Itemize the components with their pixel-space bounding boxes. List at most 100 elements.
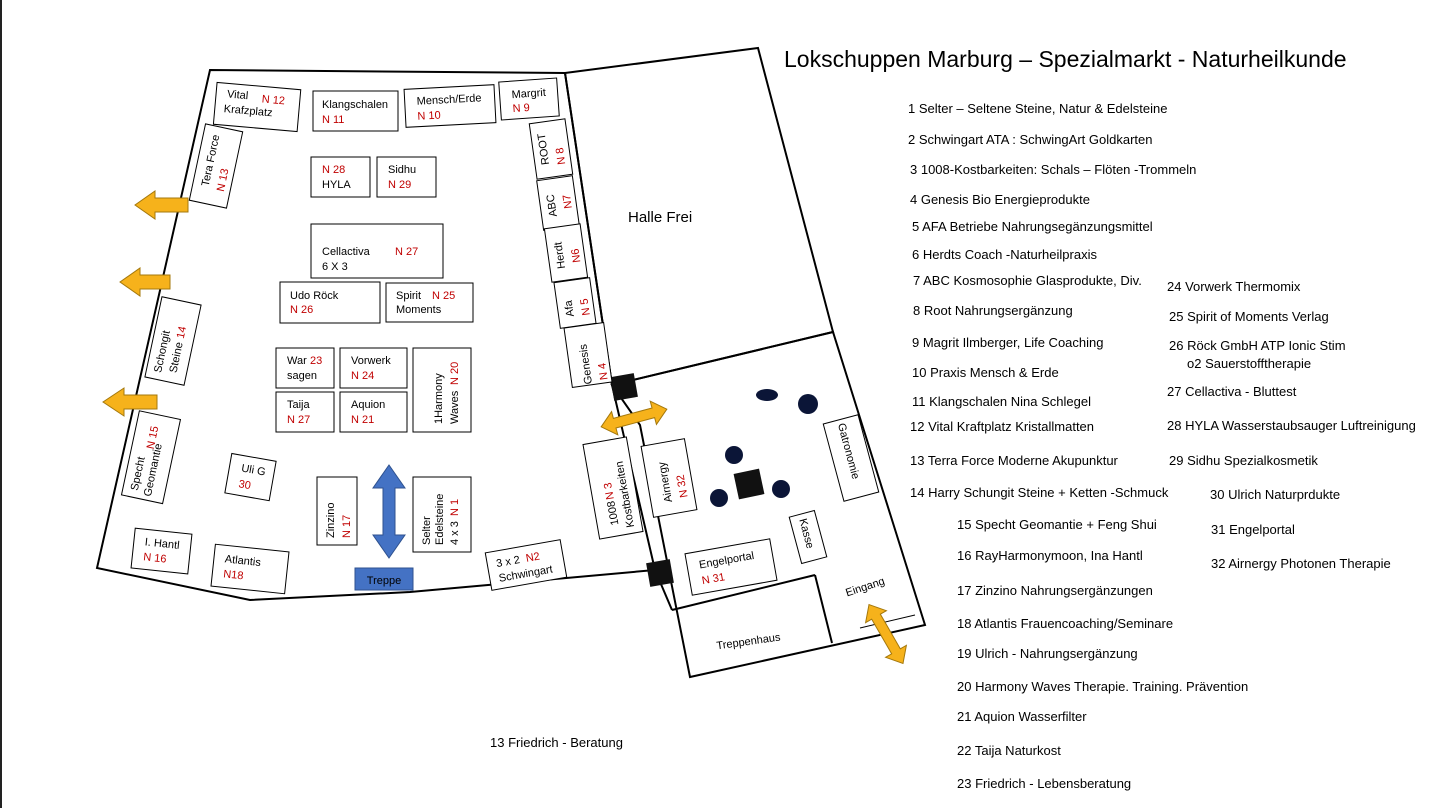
svg-text:N 4: N 4 xyxy=(596,362,610,381)
svg-text:N 5: N 5 xyxy=(579,298,593,317)
svg-text:N 16: N 16 xyxy=(143,551,167,565)
svg-text:HYLA: HYLA xyxy=(322,179,351,191)
exit-arrow-icon xyxy=(119,267,171,297)
stairs-arrow-icon xyxy=(372,464,406,559)
svg-text:Selter: Selter xyxy=(421,516,433,545)
legend-item: 7 ABC Kosmosophie Glasprodukte, Div. xyxy=(913,273,1142,288)
legend-item: 6 Herdts Coach -Naturheilpraxis xyxy=(912,247,1097,262)
svg-text:Waves: Waves xyxy=(449,390,461,424)
exit-arrow-icon xyxy=(102,387,158,417)
table-icon xyxy=(756,389,778,401)
svg-text:Cellactiva: Cellactiva xyxy=(322,246,371,258)
stand-cellactiva: Cellactiva N 27 6 X 3 xyxy=(310,223,444,279)
svg-text:N 28: N 28 xyxy=(322,164,345,176)
legend-item: 16 RayHarmonymoon, Ina Hantl xyxy=(957,548,1143,563)
stand-schongit: Schongit Steine 14 xyxy=(144,296,202,386)
stand-specht: Specht Geomantie N 15 xyxy=(120,410,182,505)
svg-text:14: 14 xyxy=(175,325,189,339)
stand-mensch-erde: Mensch/Erde N 10 xyxy=(403,84,497,128)
svg-text:Margrit: Margrit xyxy=(511,87,546,101)
stand-war-sagen: War 23 sagen xyxy=(275,347,335,389)
legend-item: 9 Magrit Ilmberger, Life Coaching xyxy=(912,335,1104,350)
stand-kasse: Kasse xyxy=(788,509,828,565)
footer-note: 13 Friedrich - Beratung xyxy=(490,735,623,750)
svg-text:6 X 3: 6 X 3 xyxy=(322,261,348,273)
svg-text:N7: N7 xyxy=(561,194,575,210)
svg-text:N 32: N 32 xyxy=(675,474,691,499)
stand-selter: Selter Edelsteine 4 x 3 N 1 xyxy=(412,476,472,553)
svg-text:Krafzplatz: Krafzplatz xyxy=(223,103,273,119)
svg-text:N18: N18 xyxy=(223,568,244,582)
stand-atlantis: Atlantis N18 xyxy=(210,543,290,595)
page-border-left xyxy=(0,0,2,808)
legend-item: 11 Klangschalen Nina Schlegel xyxy=(912,394,1091,409)
legend-item: 3 1008-Kostbarkeiten: Schals – Flöten -T… xyxy=(910,162,1197,177)
svg-text:N 13: N 13 xyxy=(215,168,232,193)
stand-klangschalen: Klangschalen N 11 xyxy=(312,90,399,132)
stand-taija: Taija N 27 xyxy=(275,391,335,433)
svg-text:N 9: N 9 xyxy=(512,102,530,115)
svg-text:Taija: Taija xyxy=(287,399,311,411)
legend-item: 24 Vorwerk Thermomix xyxy=(1167,279,1301,294)
legend-item: 28 HYLA Wasserstaubsauger Luftreinigung xyxy=(1167,418,1416,433)
table-icon xyxy=(798,394,818,414)
stand-vorwerk: Vorwerk N 24 xyxy=(339,347,408,389)
svg-text:Moments: Moments xyxy=(396,304,442,316)
svg-text:Udo Röck: Udo Röck xyxy=(290,290,339,302)
svg-text:N 27: N 27 xyxy=(395,246,418,258)
stand-hantl: I. Hantl N 16 xyxy=(130,527,193,575)
halle-frei-label: Halle Frei xyxy=(628,209,692,226)
svg-text:1Harmony: 1Harmony xyxy=(433,373,445,424)
svg-text:N 31: N 31 xyxy=(701,571,726,587)
stand-harmony-waves: 1Harmony Waves N 20 xyxy=(412,347,472,433)
stand-sidhu: Sidhu N 29 xyxy=(376,156,437,198)
svg-text:Vital: Vital xyxy=(227,88,249,102)
svg-text:Edelsteine: Edelsteine xyxy=(434,494,446,545)
treppe-block xyxy=(354,567,414,591)
stand-terra-force: Tera Force N 13 xyxy=(188,123,244,209)
legend-item: 1 Selter – Seltene Steine, Natur & Edels… xyxy=(908,101,1168,116)
svg-text:Sidhu: Sidhu xyxy=(388,164,416,176)
legend-item: 20 Harmony Waves Therapie. Training. Prä… xyxy=(957,679,1249,694)
stand-uli-g: Uli G 30 xyxy=(224,452,277,502)
svg-text:ROOT: ROOT xyxy=(536,132,552,165)
legend-item: 19 Ulrich - Nahrungsergänzung xyxy=(957,646,1138,661)
stand-zinzino: Zinzino N 17 xyxy=(316,476,358,546)
stand-hyla: N 28 HYLA xyxy=(310,156,371,198)
svg-text:N 8: N 8 xyxy=(554,147,568,166)
table-icon xyxy=(772,480,790,498)
svg-text:23: 23 xyxy=(310,355,322,367)
legend-item: 25 Spirit of Moments Verlag xyxy=(1169,309,1329,324)
svg-text:Genesis: Genesis xyxy=(577,343,595,385)
svg-text:War: War xyxy=(287,355,307,367)
svg-text:30: 30 xyxy=(238,478,252,492)
stand-kostbarkeiten: 1008 N 3 Kostbarkeiten xyxy=(582,436,644,540)
svg-text:I. Hantl: I. Hantl xyxy=(144,536,180,552)
legend-item: 4 Genesis Bio Energieprodukte xyxy=(910,192,1090,207)
svg-text:N 25: N 25 xyxy=(432,290,455,302)
svg-text:N6: N6 xyxy=(570,248,584,264)
svg-text:N 24: N 24 xyxy=(351,370,374,382)
stand-schwingart: 3 x 2 N2 Schwingart xyxy=(484,539,568,591)
legend-item: o2 Sauerstofftherapie xyxy=(1187,356,1312,371)
svg-text:ABC: ABC xyxy=(545,193,560,217)
legend-item: 29 Sidhu Spezialkosmetik xyxy=(1169,453,1318,468)
table-icon xyxy=(725,446,743,464)
treppenhaus-label: Treppenhaus xyxy=(716,631,782,652)
svg-text:N 3: N 3 xyxy=(602,482,617,501)
treppe-label: Treppe xyxy=(367,575,401,587)
svg-text:Mensch/Erde: Mensch/Erde xyxy=(416,92,481,107)
legend-item: 14 Harry Schungit Steine + Ketten -Schmu… xyxy=(910,485,1169,500)
svg-text:N 15: N 15 xyxy=(145,425,162,450)
legend-item: 21 Aquion Wasserfilter xyxy=(957,709,1087,724)
svg-text:N 27: N 27 xyxy=(287,414,310,426)
svg-text:N 29: N 29 xyxy=(388,179,411,191)
legend-item: 26 Röck GmbH ATP Ionic Stim xyxy=(1169,338,1346,353)
svg-text:4 x 3: 4 x 3 xyxy=(449,521,461,545)
stand-genesis: Genesis N 4 xyxy=(563,321,613,389)
legend-item: 12 Vital Kraftplatz Kristallmatten xyxy=(910,419,1095,434)
svg-text:Klangschalen: Klangschalen xyxy=(322,99,388,111)
pillar xyxy=(646,559,674,587)
stand-airnergy: Airnergy N 32 xyxy=(640,438,698,518)
legend-item: 27 Cellactiva - Bluttest xyxy=(1167,384,1297,399)
